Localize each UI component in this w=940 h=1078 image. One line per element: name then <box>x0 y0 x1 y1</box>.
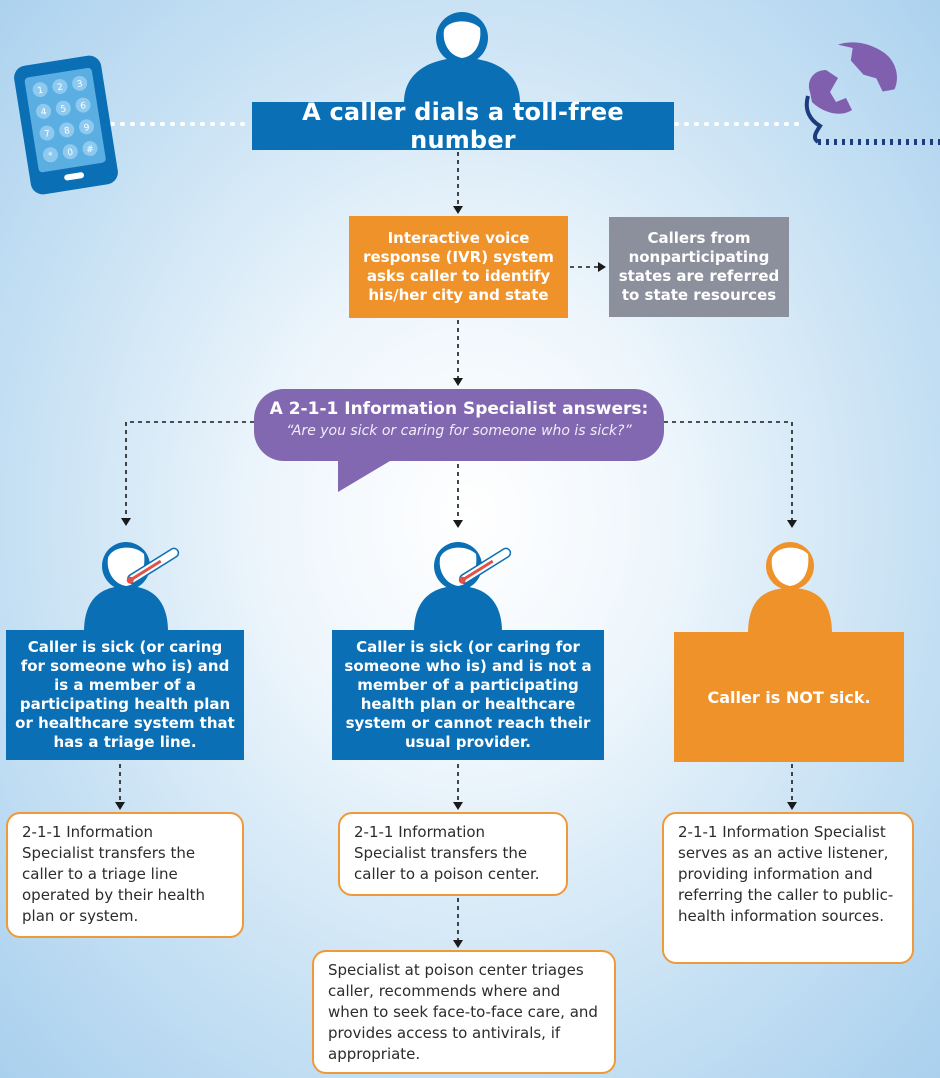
outcome-poison-center: 2-1-1 Information Specialist transfers t… <box>338 812 568 896</box>
thermometer-icon-left <box>126 547 180 585</box>
keypad-key: 4 <box>36 103 52 119</box>
arrowheads <box>115 206 797 948</box>
connectors <box>119 152 793 940</box>
keypad-key: 7 <box>39 125 55 141</box>
outcome-active-listener: 2-1-1 Information Specialist serves as a… <box>662 812 914 964</box>
speech-heading: A 2-1-1 Information Specialist answers: <box>269 399 649 419</box>
phone-icon <box>804 42 940 145</box>
keypad-key: 1 <box>32 82 48 98</box>
sick-person-icon-center <box>414 542 512 632</box>
keypad-key: 5 <box>55 100 71 116</box>
arrow-specialist-to-left <box>125 421 254 518</box>
svg-text:0: 0 <box>67 148 74 159</box>
keypad-key: 3 <box>72 75 88 91</box>
ivr-box: Interactive voice response (IVR) system … <box>349 216 568 318</box>
svg-text:#: # <box>86 144 95 155</box>
caller-person-icon <box>404 12 520 102</box>
branch-not-sick: Caller is NOT sick. <box>674 632 904 762</box>
svg-text:2: 2 <box>57 83 64 94</box>
nonparticipating-box: Callers from nonparticipating states are… <box>609 217 789 317</box>
speech-question: “Are you sick or caring for someone who … <box>286 423 632 439</box>
svg-text:1: 1 <box>37 86 44 97</box>
branch-sick-nonmember: Caller is sick (or caring for someone wh… <box>332 630 604 760</box>
svg-text:8: 8 <box>63 126 70 137</box>
svg-text:3: 3 <box>76 79 83 90</box>
keypad-key: 9 <box>79 119 95 135</box>
svg-text:7: 7 <box>44 129 51 140</box>
sick-person-icon-left <box>84 542 180 632</box>
keypad: 1 2 3 4 5 6 7 8 9 * 0 # <box>32 75 98 163</box>
speech-tail <box>338 455 400 492</box>
keypad-key: # <box>82 141 98 157</box>
keypad-key: 0 <box>62 144 78 160</box>
title-box: A caller dials a toll-free number <box>252 98 674 154</box>
specialist-speech-bubble: A 2-1-1 Information Specialist answers: … <box>254 389 664 461</box>
tablet-icon: 1 2 3 4 5 6 7 8 9 * 0 # <box>14 55 118 195</box>
keypad-key: * <box>42 147 58 163</box>
svg-text:*: * <box>48 151 55 162</box>
svg-text:5: 5 <box>60 104 67 115</box>
keypad-key: 2 <box>52 78 68 94</box>
svg-text:6: 6 <box>80 101 87 112</box>
outcome-poison-specialist: Specialist at poison center triages call… <box>312 950 616 1074</box>
outcome-triage-line: 2-1-1 Information Specialist transfers t… <box>6 812 244 938</box>
svg-text:4: 4 <box>40 107 47 118</box>
arrow-specialist-to-right <box>664 421 793 520</box>
branch-sick-member: Caller is sick (or caring for someone wh… <box>6 630 244 760</box>
svg-text:9: 9 <box>83 123 90 134</box>
keypad-key: 6 <box>75 97 91 113</box>
thermometer-icon-center <box>458 547 512 585</box>
keypad-key: 8 <box>59 122 75 138</box>
healthy-person-icon-right <box>748 542 832 634</box>
